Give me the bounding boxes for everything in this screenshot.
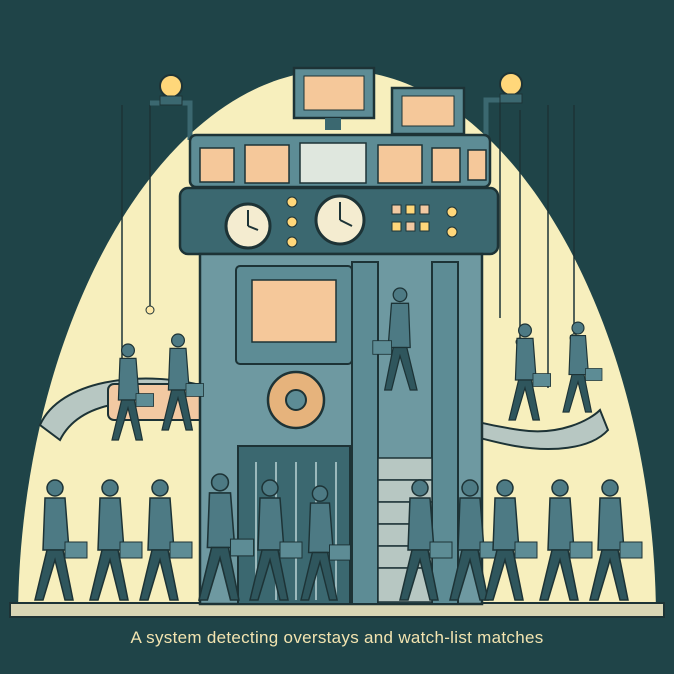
lamp-icon [150, 74, 193, 140]
person-icon [89, 479, 143, 601]
briefcase-icon [64, 541, 88, 559]
person-icon [198, 473, 255, 601]
caption: A system detecting overstays and watch-l… [130, 628, 544, 647]
monitor-icon [292, 66, 376, 130]
person-icon [539, 479, 593, 601]
person-icon [161, 333, 205, 431]
briefcase-icon [119, 541, 143, 559]
briefcase-icon [514, 541, 538, 559]
clock-icon [224, 202, 272, 250]
hanging-wires [121, 100, 575, 392]
briefcase-icon [372, 340, 392, 355]
indicator-lights [286, 196, 458, 248]
briefcase-icon [532, 373, 552, 387]
person-icon [484, 479, 538, 601]
briefcase-icon [329, 544, 351, 561]
briefcase-icon [429, 541, 453, 559]
briefcase-icon [585, 368, 603, 381]
person-icon [508, 323, 552, 421]
briefcase-icon [279, 541, 303, 559]
briefcase-icon [169, 541, 193, 559]
briefcase-icon [619, 541, 643, 559]
person-icon [249, 479, 303, 601]
person-icon [562, 321, 603, 413]
tower-display-screen [251, 279, 337, 343]
person-icon [111, 343, 155, 441]
person-icon [139, 479, 193, 601]
clock-icon [314, 194, 366, 246]
person-icon [589, 479, 643, 601]
person-icon [300, 485, 351, 601]
briefcase-icon [135, 393, 155, 407]
briefcase-icon [569, 541, 593, 559]
person-icon [372, 287, 418, 391]
person-icon [399, 479, 453, 601]
travelers [34, 287, 643, 601]
person-icon [34, 479, 88, 601]
lamp-icon [483, 72, 523, 140]
monitor-icon [390, 86, 466, 136]
tower-screens [199, 142, 487, 184]
briefcase-icon [185, 383, 205, 397]
briefcase-icon [229, 538, 255, 557]
